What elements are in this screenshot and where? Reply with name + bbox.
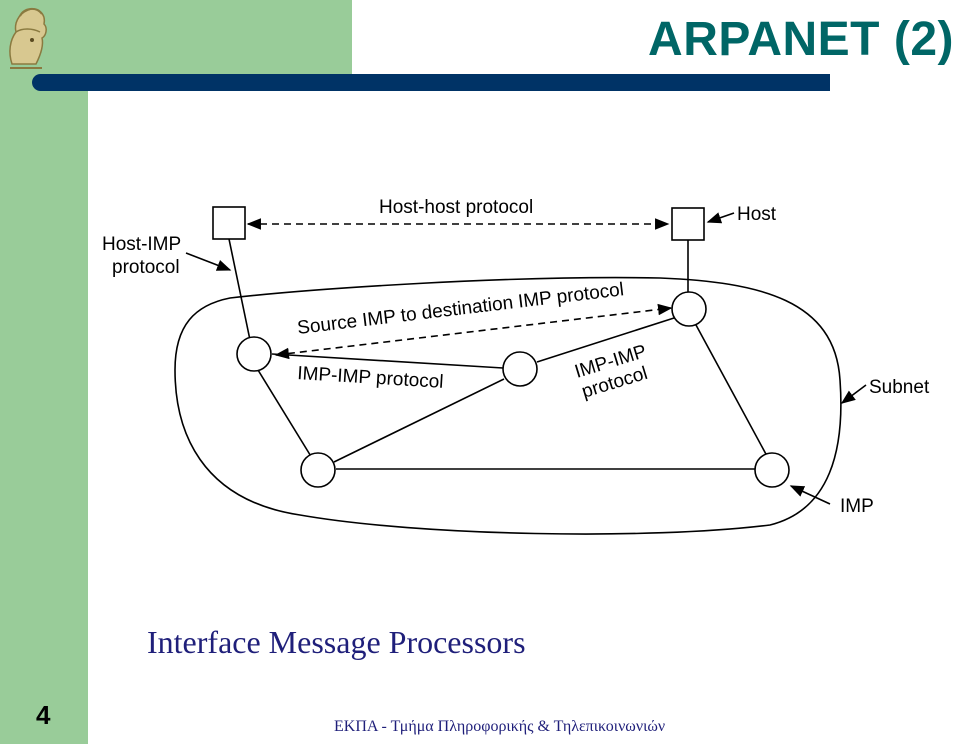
- page-number: 4: [36, 700, 51, 730]
- source-dest-imp-protocol-arrow: [274, 303, 673, 360]
- athena-head-logo-icon: [9, 8, 47, 69]
- slide-title: ARPANET (2): [648, 13, 954, 66]
- left-host-link: [228, 238, 251, 341]
- imp-left-bottom: [300, 452, 336, 488]
- host-host-protocol-label: Host-host protocol: [379, 197, 533, 218]
- host-pointer-arrow: [706, 212, 735, 224]
- host-imp-label-line1: Host-IMP: [102, 234, 181, 255]
- imp-imp-protocol-left-label: IMP-IMP protocol: [297, 363, 444, 393]
- link-left-bottom-to-middle: [333, 378, 505, 463]
- slide-footer: ΕΚΠΑ - Τμήμα Πληροφορικής & Τηλεπικοινων…: [334, 718, 666, 735]
- imp-label: IMP: [840, 496, 874, 517]
- subnet-pointer-arrow: [840, 384, 867, 404]
- host-imp-label-line2: protocol: [112, 257, 180, 278]
- imp-pointer-arrow: [789, 485, 831, 505]
- top-left-header-band: [0, 0, 352, 82]
- link-right-top-to-right-bottom: [695, 324, 768, 457]
- host-label: Host: [737, 204, 777, 225]
- slide-subtitle: Interface Message Processors: [147, 624, 526, 660]
- subnet-label: Subnet: [869, 377, 930, 398]
- imp-middle: [502, 351, 538, 387]
- imp-left-top: [236, 336, 272, 372]
- imp-right-top: [671, 291, 707, 327]
- host-right: [671, 207, 705, 241]
- subnet-boundary: [174, 276, 842, 535]
- imp-right-bottom: [754, 452, 790, 488]
- title-underline-bar: [32, 74, 830, 91]
- link-left-top-to-left-bottom: [257, 369, 313, 459]
- host-imp-pointer-arrow: [185, 252, 232, 271]
- host-left: [212, 206, 246, 240]
- left-sidebar-band: [0, 0, 88, 744]
